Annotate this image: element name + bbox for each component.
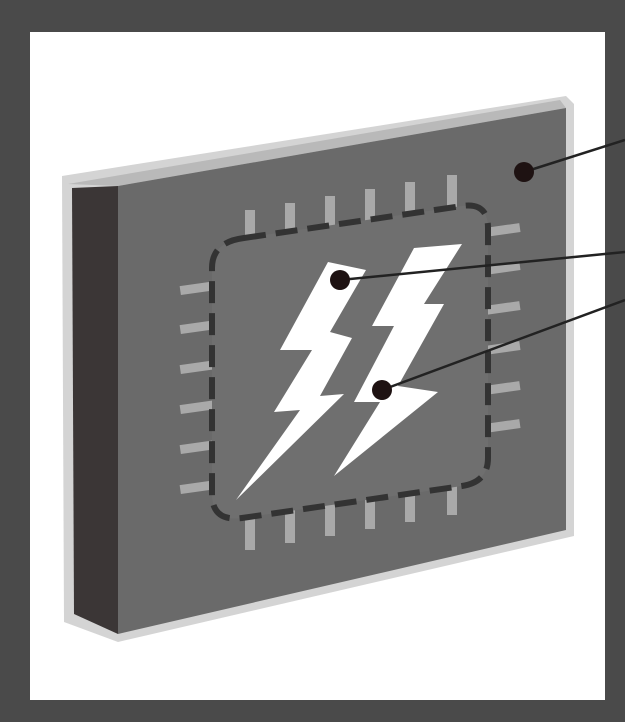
callout-line-board (523, 138, 625, 174)
board-top-edge (68, 100, 566, 186)
lightning-bolt-icon (236, 244, 462, 500)
callout-dot-bolt-left (330, 270, 350, 290)
callout-dot-bolt-right (372, 380, 392, 400)
callout-dots (330, 162, 534, 400)
callout-line-bolt-right (381, 298, 625, 392)
chip-pins-top (245, 175, 457, 250)
lightning-bolt-left (236, 262, 366, 500)
callout-line-bolt-left (339, 250, 625, 282)
lightning-bolt-right (334, 244, 462, 476)
callout-lines (339, 138, 625, 392)
board-side (72, 186, 118, 634)
callout-dot-board (514, 162, 534, 182)
